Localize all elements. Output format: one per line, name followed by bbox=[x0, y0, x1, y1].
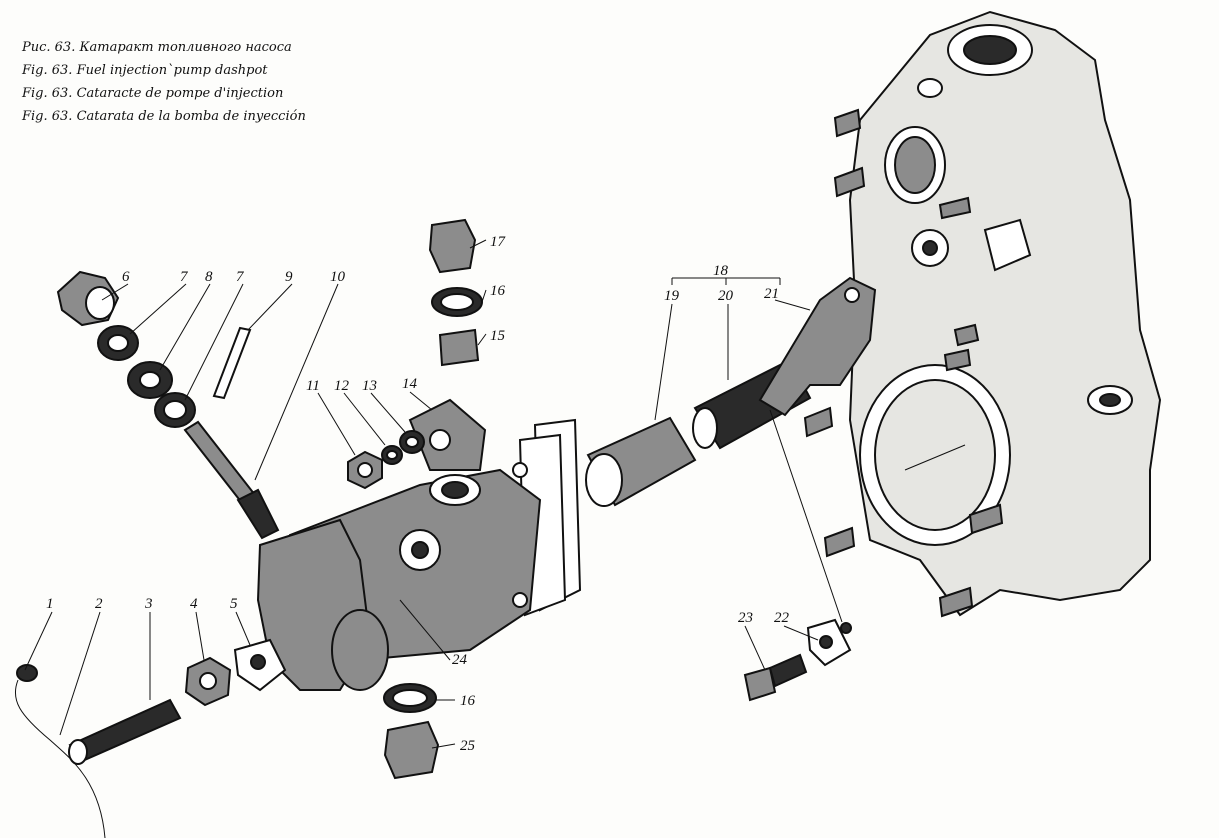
part-25-fitting bbox=[383, 720, 440, 780]
callout-25: 25 bbox=[460, 738, 476, 754]
part-12-lock-washer bbox=[381, 445, 403, 465]
part-16-ring-lower bbox=[383, 683, 437, 713]
part-4-nut bbox=[184, 656, 232, 707]
seal-wire bbox=[14, 679, 106, 838]
callout-numbers: 6 7 8 7 9 10 11 12 13 14 15 16 17 18 19 … bbox=[46, 234, 790, 754]
caption-russian: Рис. 63. Катаракт топливного насоса bbox=[22, 40, 292, 55]
callout-19: 19 bbox=[664, 288, 680, 304]
part-8-ring bbox=[127, 361, 173, 399]
callout-18: 18 bbox=[713, 263, 729, 279]
callout-12: 12 bbox=[334, 378, 350, 394]
part-24-ball bbox=[840, 622, 852, 634]
callout-4: 4 bbox=[190, 596, 198, 612]
caption-english: Fig. 63. Fuel injection`pump dashpot bbox=[22, 63, 268, 78]
callout-17: 17 bbox=[490, 234, 507, 250]
leader-lines bbox=[24, 239, 843, 749]
callout-7-upper: 7 bbox=[180, 269, 189, 285]
callout-13: 13 bbox=[362, 378, 377, 394]
part-15-seat bbox=[438, 328, 480, 367]
part-1-seal bbox=[16, 664, 38, 682]
part-7-washer-lower bbox=[154, 392, 196, 428]
callout-14: 14 bbox=[402, 376, 418, 392]
caption-spanish: Fig. 63. Catarata de la bomba de inyecci… bbox=[22, 109, 306, 124]
callout-3: 3 bbox=[144, 596, 153, 612]
callout-16-lower: 16 bbox=[460, 693, 476, 709]
part-19-piston bbox=[585, 416, 697, 507]
part-21-lever bbox=[758, 276, 877, 417]
callout-24: 24 bbox=[452, 652, 468, 668]
callout-21: 21 bbox=[764, 286, 779, 302]
callout-11: 11 bbox=[306, 378, 320, 394]
part-17-plug bbox=[428, 218, 477, 274]
caption-french: Fig. 63. Cataracte de pompe d'injection bbox=[22, 86, 284, 101]
part-16-ring-upper bbox=[431, 287, 483, 317]
part-7-washer-upper bbox=[97, 325, 139, 361]
callout-5: 5 bbox=[230, 596, 238, 612]
callout-6: 6 bbox=[122, 269, 130, 285]
dashpot-body bbox=[256, 398, 582, 691]
callout-16-upper: 16 bbox=[490, 283, 506, 299]
part-9-pin bbox=[212, 326, 252, 400]
callout-22: 22 bbox=[774, 610, 790, 626]
part-13-washer bbox=[399, 430, 425, 454]
part-3-adjusting-screw bbox=[68, 698, 182, 765]
callout-2: 2 bbox=[95, 596, 103, 612]
part-6-plug bbox=[56, 270, 120, 327]
callout-7-lower: 7 bbox=[236, 269, 245, 285]
part-22-tab-washer bbox=[806, 618, 852, 667]
part-10-valve-needle bbox=[183, 420, 280, 540]
pump-housing bbox=[803, 10, 1162, 618]
callout-15: 15 bbox=[490, 328, 506, 344]
callout-10: 10 bbox=[330, 269, 346, 285]
part-23-bolt bbox=[743, 653, 808, 702]
callout-1: 1 bbox=[46, 596, 54, 612]
callout-9: 9 bbox=[285, 269, 293, 285]
callout-20: 20 bbox=[718, 288, 734, 304]
callout-23: 23 bbox=[738, 610, 753, 626]
part-5-tab-washer bbox=[233, 638, 287, 692]
callout-8: 8 bbox=[205, 269, 213, 285]
part-11-nut bbox=[347, 450, 383, 490]
